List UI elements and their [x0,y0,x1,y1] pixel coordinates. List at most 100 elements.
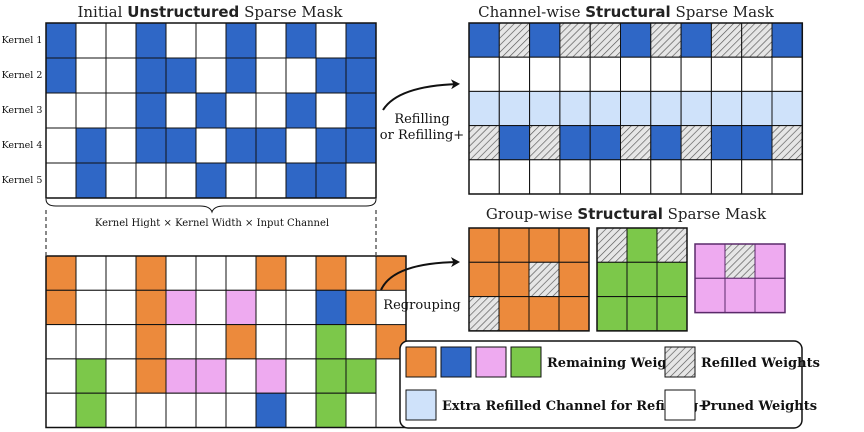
remaining-weight-cell-pink [255,358,287,394]
pruned-weight-cell [195,324,227,360]
refilled-weight-cell [596,227,628,263]
pruned-weight-cell [105,162,137,199]
pruned-weight-cell [195,22,227,59]
remaining-weight-cell-green [626,227,658,263]
remaining-weight-cell-orange [375,255,407,291]
pruned-weight-cell [165,324,197,360]
remaining-weight-cell-pink [694,243,726,279]
pruned-weight-cell [75,92,107,129]
pruned-weight-cell [165,392,197,429]
pruned-weight-cell [559,159,591,195]
remaining-weight-cell-orange [558,261,590,298]
refilled-weight-cell [498,22,531,58]
remaining-weight-cell-orange [45,289,77,326]
remaining-weight-cell-blue [345,127,377,164]
pruned-weight-cell [75,255,107,291]
channel-wise-mask-grid [468,22,804,195]
kernel-labels: Kernel 1 Kernel 2 Kernel 3 Kernel 4 Kern… [2,35,43,186]
remaining-weight-cell-orange [528,227,560,263]
remaining-weight-cell-blue [345,92,377,129]
remaining-weight-cell-blue [135,127,167,164]
remaining-weight-cell-blue [315,289,347,326]
pruned-weight-cell [345,324,377,360]
pruned-weight-cell [195,392,227,429]
pruned-weight-cell [620,159,652,195]
remaining-weight-cell-green [75,358,107,394]
green-group-block [596,227,688,332]
pruned-weight-cell [680,56,712,92]
refilled-weight-cell [589,22,622,58]
extra-refilled-cell [650,90,682,127]
pruned-weight-cell [255,22,287,59]
remaining-weight-cell-blue [650,125,682,161]
extra-refilled-cell [529,90,561,127]
refilling-plus-label: or Refilling+ [380,128,464,143]
extra-refilled-cell [559,90,591,127]
pruned-weight-cell [285,392,317,429]
pruned-weight-cell [75,22,107,59]
remaining-weight-cell-blue [741,125,773,161]
pruned-weight-cell [529,159,561,195]
remaining-weight-cell-blue [45,22,77,59]
pruned-weight-cell [589,56,622,92]
remaining-weight-cell-orange [135,358,167,394]
remaining-weight-cell-blue [195,162,227,199]
remaining-weight-cell-blue [255,127,287,164]
unstructured-title: Initial Unstructured Sparse Mask [77,3,343,21]
remaining-weight-cell-blue [315,127,347,164]
pruned-weight-cell [255,289,287,326]
pruned-weight-cell [45,392,77,429]
remaining-weight-cell-orange [498,227,530,263]
remaining-weight-cell-orange [498,261,530,298]
remaining-weight-cell-blue [710,125,743,161]
pruned-weight-cell [105,57,137,94]
grid-frame [468,227,590,332]
legend-pruned-label: Pruned Weights [701,399,817,414]
pruned-weight-cell [75,57,107,94]
remaining-weight-cell-green [626,261,658,298]
pruned-weight-cell [255,92,287,129]
remaining-weight-cell-orange [255,255,287,291]
pruned-weight-cell [741,56,773,92]
grid-frame [468,22,804,195]
pruned-weight-cell [195,57,227,94]
pruned-weight-cell [255,57,287,94]
extra-refilled-cell [498,90,531,127]
remaining-weight-cell-blue [620,22,652,58]
remaining-weight-cell-orange [225,324,257,360]
extra-refilled-cell [771,90,803,127]
pruned-weight-cell [105,255,137,291]
remaining-weight-cell-blue [315,57,347,94]
pruned-weight-cell [105,127,137,164]
legend-extra-label: Extra Refilled Channel for Refilling+ [442,399,709,414]
pruned-weight-cell [345,162,377,199]
pruned-weight-cell [75,324,107,360]
remaining-weight-cell-pink [754,277,786,314]
pruned-weight-cell [195,255,227,291]
pruned-weight-cell [135,162,167,199]
pruned-weight-cell [589,159,622,195]
orange-group-block [468,227,590,332]
legend-swatch-refilled [664,346,696,378]
remaining-weight-cell-green [315,358,347,394]
dimension-label: Kernel Hight × Kernel Width × Input Chan… [95,218,329,229]
pruned-weight-cell [165,92,197,129]
remaining-weight-cell-blue [559,125,591,161]
pruned-weight-cell [195,127,227,164]
grid-frame [694,243,786,314]
legend-swatch-pink [475,346,507,378]
pruned-weight-cell [105,324,137,360]
regrouping-label: Regrouping [383,298,460,313]
legend-swatch-pruned [664,389,696,421]
refilled-weight-cell [559,22,591,58]
remaining-weight-cell-blue [45,57,77,94]
unstructured-mask-grid [45,22,377,199]
grid-frame [596,227,688,332]
remaining-weight-cell-orange [345,289,377,326]
legend-swatch-green [510,346,542,378]
regrouped-mask-grid [45,255,407,429]
pruned-weight-cell [285,358,317,394]
remaining-weight-cell-blue [75,162,107,199]
pruned-weight-cell [105,358,137,394]
remaining-weight-cell-blue [225,22,257,59]
